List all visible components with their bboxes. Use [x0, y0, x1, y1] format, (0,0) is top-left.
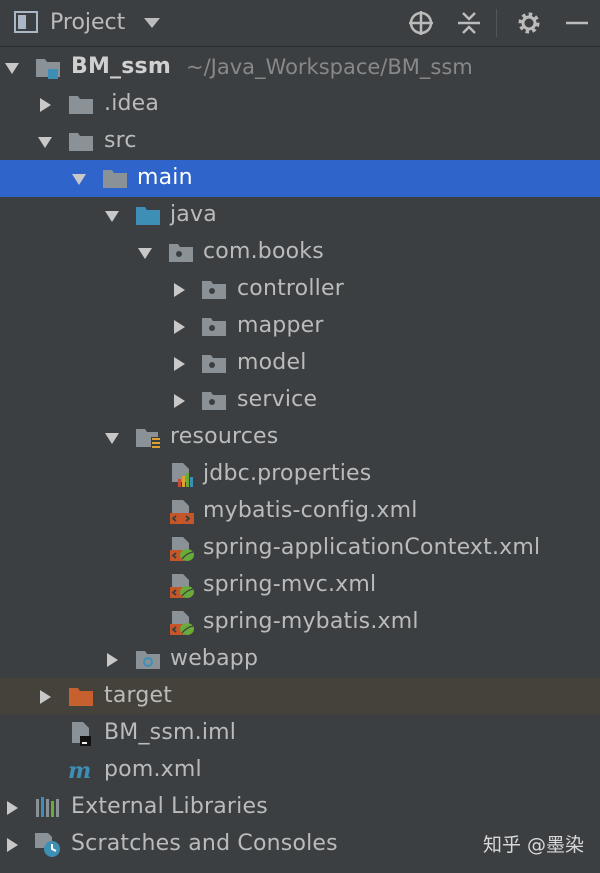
tree-item-external-libraries[interactable]: External Libraries — [0, 789, 600, 826]
package-icon — [200, 388, 228, 414]
locate-crosshair-icon[interactable] — [408, 10, 434, 36]
chevron-right-icon[interactable] — [171, 319, 187, 335]
tree-item-mapper[interactable]: mapper — [0, 308, 600, 345]
tree-item-com-books[interactable]: com.books — [0, 234, 600, 271]
tree-item-label: jdbc.properties — [203, 461, 372, 486]
chevron-down-icon[interactable] — [37, 134, 53, 150]
tree-item-pom-xml[interactable]: pom.xml — [0, 752, 600, 789]
tree-item-bm-ssm[interactable]: BM_ssm ~/Java_Workspace/BM_ssm — [0, 49, 600, 86]
folder-icon — [101, 166, 129, 192]
spring-xml-icon — [167, 536, 195, 562]
chevron-down-icon[interactable] — [143, 15, 161, 31]
scratches-icon — [34, 832, 62, 858]
chevron-right-icon[interactable] — [37, 689, 53, 705]
tree-item-label: BM_ssm.iml — [104, 720, 237, 745]
project-panel-header: Project — [0, 0, 600, 47]
tree-item-label: main — [137, 165, 193, 190]
properties-file-icon — [167, 462, 195, 488]
module-folder-icon — [34, 55, 62, 81]
chevron-right-icon[interactable] — [37, 97, 53, 113]
tree-item-label: Scratches and Consoles — [71, 831, 338, 856]
tree-item-webapp[interactable]: webapp — [0, 641, 600, 678]
tree-item-label: mybatis-config.xml — [203, 498, 418, 523]
tree-item-label: com.books — [203, 239, 324, 264]
watermark: 知乎 @墨染 — [482, 834, 584, 856]
chevron-down-icon[interactable] — [71, 171, 87, 187]
tree-item-label: mapper — [237, 313, 324, 338]
panel-title[interactable]: Project — [50, 10, 126, 35]
tree-item-label: model — [237, 350, 307, 375]
package-icon — [200, 277, 228, 303]
chevron-right-icon[interactable] — [171, 393, 187, 409]
tree-item-controller[interactable]: controller — [0, 271, 600, 308]
folder-icon — [67, 92, 95, 118]
chevron-right-icon[interactable] — [4, 837, 20, 853]
maven-icon — [67, 758, 95, 784]
tree-item-label: resources — [170, 424, 279, 449]
tree-item-label: java — [170, 202, 217, 227]
tree-item-label: .idea — [104, 91, 160, 116]
folder-icon — [67, 129, 95, 155]
chevron-right-icon[interactable] — [4, 800, 20, 816]
tree-item-jdbc-properties[interactable]: jdbc.properties — [0, 456, 600, 493]
project-path: ~/Java_Workspace/BM_ssm — [186, 55, 473, 79]
excluded-folder-icon — [67, 684, 95, 710]
tree-item-label: pom.xml — [104, 757, 202, 782]
toolbar-separator — [496, 9, 497, 37]
chevron-down-icon[interactable] — [104, 208, 120, 224]
tree-item-label: spring-mybatis.xml — [203, 609, 419, 634]
chevron-down-icon[interactable] — [104, 430, 120, 446]
tree-item-src[interactable]: src — [0, 123, 600, 160]
spring-xml-icon — [167, 610, 195, 636]
source-folder-icon — [134, 203, 162, 229]
spring-xml-icon — [167, 573, 195, 599]
chevron-down-icon[interactable] — [137, 245, 153, 261]
gear-icon[interactable] — [516, 10, 542, 36]
tree-item-label: spring-applicationContext.xml — [203, 535, 541, 560]
collapse-all-icon[interactable] — [456, 10, 482, 36]
tree-item-spring-mvc[interactable]: spring-mvc.xml — [0, 567, 600, 604]
tree-item-label: External Libraries — [71, 794, 268, 819]
package-icon — [200, 314, 228, 340]
tree-item-bm-ssm-iml[interactable]: BM_ssm.iml — [0, 715, 600, 752]
xml-file-icon — [167, 499, 195, 525]
package-icon — [167, 240, 195, 266]
tree-item-service[interactable]: service — [0, 382, 600, 419]
tree-item-scratches[interactable]: Scratches and Consoles — [0, 826, 600, 863]
tree-item-resources[interactable]: resources — [0, 419, 600, 456]
project-name: BM_ssm — [71, 54, 171, 79]
web-folder-icon — [134, 647, 162, 673]
chevron-right-icon[interactable] — [104, 652, 120, 668]
tree-item-label: target — [104, 683, 173, 708]
tree-item-model[interactable]: model — [0, 345, 600, 382]
tree-item-label: webapp — [170, 646, 259, 671]
libraries-icon — [34, 795, 62, 821]
tree-item-java[interactable]: java — [0, 197, 600, 234]
tree-item-spring-application-context[interactable]: spring-applicationContext.xml — [0, 530, 600, 567]
tree-item-spring-mybatis[interactable]: spring-mybatis.xml — [0, 604, 600, 641]
tree-item-label: spring-mvc.xml — [203, 572, 377, 597]
tree-item-main[interactable]: main — [0, 160, 600, 197]
tree-item-label: controller — [237, 276, 344, 301]
chevron-right-icon[interactable] — [171, 282, 187, 298]
tree-item-label: service — [237, 387, 318, 412]
chevron-down-icon[interactable] — [4, 60, 20, 76]
resources-folder-icon — [134, 425, 162, 451]
minimize-icon[interactable] — [564, 10, 590, 36]
chevron-right-icon[interactable] — [171, 356, 187, 372]
tree-item-mybatis-config[interactable]: mybatis-config.xml — [0, 493, 600, 530]
tree-item-idea[interactable]: .idea — [0, 86, 600, 123]
project-tree: BM_ssm ~/Java_Workspace/BM_ssm .idea src… — [0, 49, 600, 863]
iml-file-icon — [67, 721, 95, 747]
project-panel-icon[interactable] — [14, 11, 38, 33]
tree-item-target[interactable]: target — [0, 678, 600, 715]
package-icon — [200, 351, 228, 377]
tree-item-label: src — [104, 128, 137, 153]
